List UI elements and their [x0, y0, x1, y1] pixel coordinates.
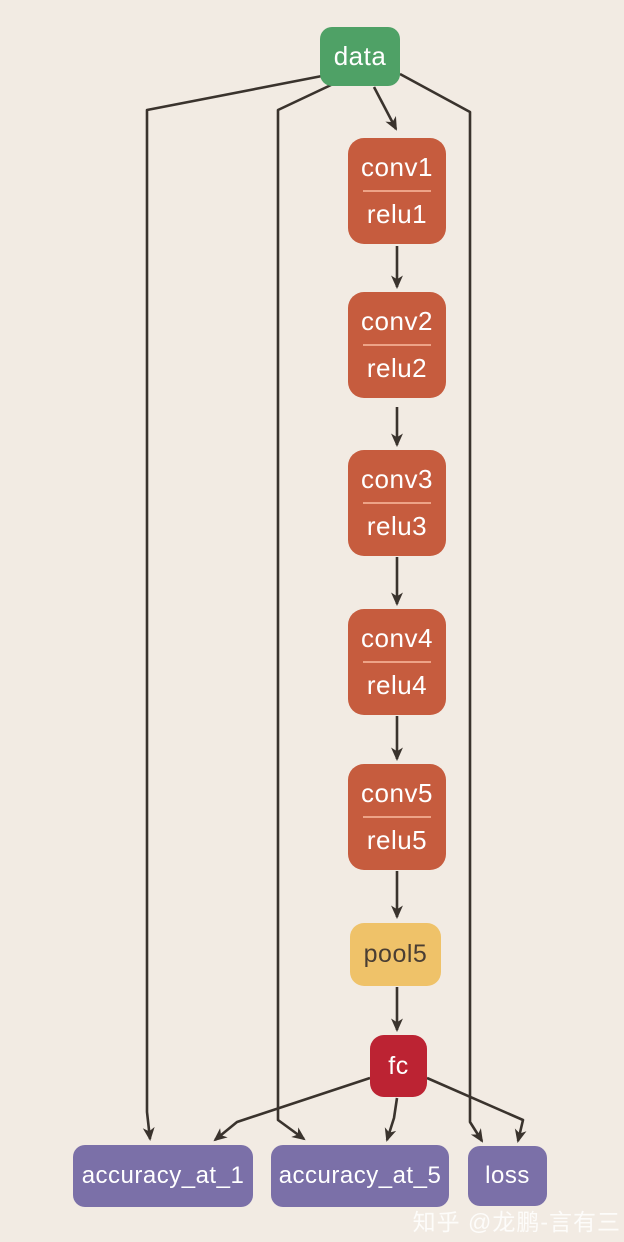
node-fc: fc — [370, 1035, 427, 1097]
node-accuracy-at-1: accuracy_at_1 — [73, 1145, 253, 1207]
node-relu3-label: relu3 — [366, 511, 428, 541]
node-accuracy-at-5-label: accuracy_at_5 — [278, 1162, 442, 1189]
node-divider — [362, 344, 432, 346]
edge-data-accuracy-at-5 — [276, 83, 332, 1141]
node-divider — [362, 661, 432, 663]
node-divider — [362, 190, 432, 192]
node-conv5-relu5: conv5 relu5 — [348, 764, 446, 870]
node-divider — [362, 502, 432, 504]
node-relu4-label: relu4 — [366, 670, 428, 700]
edge-data-conv1 — [372, 86, 398, 131]
node-conv4-label: conv4 — [361, 623, 433, 653]
edge-fc-loss — [426, 1076, 527, 1143]
node-conv4-relu4: conv4 relu4 — [348, 609, 446, 715]
node-conv2-relu2: conv2 relu2 — [348, 292, 446, 398]
node-conv1-label: conv1 — [361, 152, 433, 182]
edge-data-loss — [399, 72, 484, 1143]
edge-fc-accuracy-at-5 — [384, 1097, 399, 1142]
node-divider — [362, 816, 432, 818]
node-data: data — [320, 27, 400, 86]
edge-fc-accuracy-at-1 — [213, 1076, 371, 1142]
node-loss-label: loss — [485, 1162, 530, 1189]
node-accuracy-at-5: accuracy_at_5 — [271, 1145, 449, 1207]
node-conv2-label: conv2 — [361, 306, 433, 336]
node-relu1-label: relu1 — [366, 199, 428, 229]
node-relu5-label: relu5 — [366, 825, 428, 855]
node-data-label: data — [333, 41, 387, 71]
node-pool5-label: pool5 — [363, 940, 428, 968]
node-relu2-label: relu2 — [366, 353, 428, 383]
node-pool5: pool5 — [350, 923, 441, 986]
node-conv3-label: conv3 — [361, 464, 433, 494]
node-accuracy-at-1-label: accuracy_at_1 — [81, 1162, 245, 1189]
edge-data-accuracy-at-1 — [142, 74, 323, 1142]
node-conv1-relu1: conv1 relu1 — [348, 138, 446, 244]
node-loss: loss — [468, 1146, 547, 1206]
node-conv5-label: conv5 — [361, 778, 433, 808]
zhihu-watermark: 知乎 @龙鹏-言有三 — [412, 1209, 621, 1235]
node-conv3-relu3: conv3 relu3 — [348, 450, 446, 556]
node-fc-label: fc — [388, 1051, 409, 1080]
